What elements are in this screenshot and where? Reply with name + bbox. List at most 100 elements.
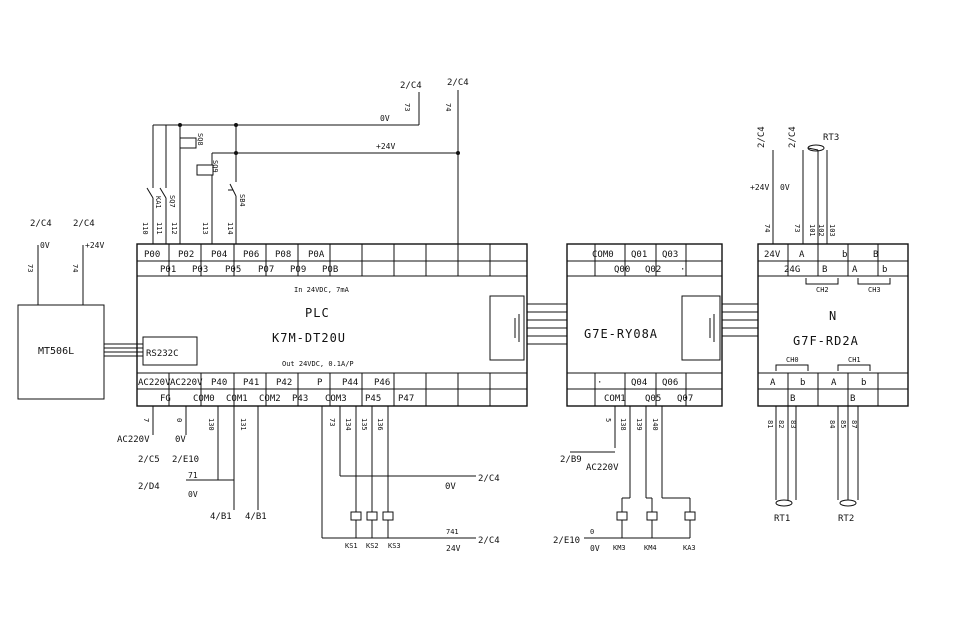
relay-rtd-bus <box>722 303 758 337</box>
plc-term-com0: COM0 <box>193 394 215 404</box>
relay-term-q05: Q05 <box>645 394 661 404</box>
plc-term-p: P <box>317 378 323 388</box>
v24-label: 24V <box>446 544 461 553</box>
zero-v-71: 0V <box>188 490 198 499</box>
relay-wire-138: 138 <box>619 418 627 431</box>
zero-v-label: 0V <box>175 435 186 445</box>
sq7-contact <box>159 187 167 199</box>
plc-term-p02: P02 <box>178 250 194 260</box>
plc-term-p46: P46 <box>374 378 390 388</box>
plc-output-spec: Out 24VDC, 0.1A/P <box>282 360 354 368</box>
coil-ks2: KS2 <box>366 542 379 550</box>
wire-0: 0 <box>175 418 183 422</box>
rtd-wire-85: 85 <box>839 420 847 428</box>
rtd-model: G7F-RD2A <box>793 334 859 348</box>
rtd-term-24v: 24V <box>764 250 781 260</box>
rtd-ch3: CH3 <box>868 286 881 294</box>
coil-ks3: KS3 <box>388 542 401 550</box>
rtd-wire-83: 83 <box>789 420 797 428</box>
ref-2e10: 2/E10 <box>172 455 199 465</box>
plc-title: PLC <box>305 306 330 320</box>
rtd-wire-102: 102 <box>817 224 825 237</box>
ref-0v-top: 2/C4 <box>400 81 422 91</box>
plc-term-com1: COM1 <box>226 394 248 404</box>
input-wiring: 2/C4 2/C4 73 74 0V +24V KA1 <box>141 78 469 244</box>
plc-term-p01: P01 <box>160 265 176 275</box>
ref-4b1-a: 4/B1 <box>210 512 232 522</box>
switch-sq7: SQ7 <box>168 195 176 208</box>
hmi-24v: +24V <box>85 241 104 250</box>
rtd-term-a1: A <box>831 378 837 388</box>
plc-rs232-port: RS232C <box>146 349 179 359</box>
rtd-term-a2: A <box>852 265 858 275</box>
wire-112: 112 <box>170 222 178 235</box>
rtd-module: 24V A b B 24G B A b CH2 CH3 N G7F-RD2A C… <box>750 126 909 524</box>
coil-km3: KM3 <box>613 544 626 552</box>
rtd-term-b-lower: b <box>842 250 847 260</box>
zero-v-c4: 0V <box>445 482 456 492</box>
relay-wire-5: 5 <box>604 418 612 422</box>
relay-term-q00: Q00 <box>614 265 630 275</box>
wire-74-top: 74 <box>444 103 452 111</box>
ref-2c4-a: 2/C4 <box>478 474 500 484</box>
rtd-term-a-top: A <box>799 250 805 260</box>
wire-114: 114 <box>226 222 234 235</box>
plc-term-p43: P43 <box>292 394 308 404</box>
plc-term-p05: P05 <box>225 265 241 275</box>
rtd-term-b-upper: B <box>873 250 878 260</box>
plc-term-p44: P44 <box>342 378 358 388</box>
relay-model: G7E-RY08A <box>584 327 658 341</box>
plc-term-com3: COM3 <box>325 394 347 404</box>
plc-term-p41: P41 <box>243 378 259 388</box>
switch-ka1: KA1 <box>154 196 162 209</box>
rt1-sensor <box>775 499 793 507</box>
plc-term-ac220v-b: AC220V <box>170 378 203 388</box>
relay-term-dot-a: · <box>680 265 685 275</box>
rtd-n: N <box>829 309 837 323</box>
rtd-term-b0: b <box>800 378 805 388</box>
plc-term-ac220v-a: AC220V <box>138 378 171 388</box>
rtd-term-a0: A <box>770 378 776 388</box>
rail-24v-label: +24V <box>376 142 395 151</box>
rtd-term-24g: 24G <box>784 265 800 275</box>
sensor-rt2: RT2 <box>838 514 854 524</box>
rtd-wire-101: 101 <box>808 224 816 237</box>
rtd-ref-0v: 2/C4 <box>788 126 798 148</box>
rtd-v0: 0V <box>780 183 790 192</box>
switch-sq8: SQ8 <box>196 133 204 146</box>
junction-24v <box>456 151 460 155</box>
rtd-ch0: CH0 <box>786 356 799 364</box>
rtd-wire-82: 82 <box>777 420 785 428</box>
plc-term-p08: P08 <box>275 250 291 260</box>
relay-module: COM0 Q01 Q03 Q00 Q02 · G7E-RY08A · Q04 Q… <box>553 243 723 553</box>
rtd-ch2: CH2 <box>816 286 829 294</box>
ref-2c5: 2/C5 <box>138 455 160 465</box>
relay-term-dot-b: · <box>597 378 602 388</box>
plc-model: K7M-DT20U <box>272 331 346 345</box>
hmi-0v: 0V <box>40 241 50 250</box>
ref-2d4: 2/D4 <box>138 482 160 492</box>
rtd-v24: +24V <box>750 183 769 192</box>
relay-term-com1: COM1 <box>604 394 626 404</box>
coil-km4: KM4 <box>644 544 657 552</box>
plc-relay-bus <box>527 303 567 345</box>
relay-term-com0: COM0 <box>592 250 614 260</box>
rtd-wire-103: 103 <box>828 224 836 237</box>
plc-term-fg: FG <box>160 394 171 404</box>
ref-2c4-b: 2/C4 <box>478 536 500 546</box>
rtd-term-bb0: B <box>790 394 795 404</box>
relay-ac220v: AC220V <box>586 463 619 473</box>
rtd-wire-87: 87 <box>850 420 858 428</box>
plc-term-p07: P07 <box>258 265 274 275</box>
hmi-block: MT506L 2/C4 2/C4 0V +24V 73 74 <box>17 219 143 400</box>
ks1-coil <box>350 511 362 521</box>
wire-7: 7 <box>142 418 150 422</box>
plc-term-p42: P42 <box>276 378 292 388</box>
plc-term-p06: P06 <box>243 250 259 260</box>
plc-input-spec: In 24VDC, 7mA <box>294 286 350 294</box>
wire-741: 741 <box>446 528 459 536</box>
sensor-rt3: RT3 <box>823 133 839 143</box>
relay-term-q04: Q04 <box>631 378 647 388</box>
